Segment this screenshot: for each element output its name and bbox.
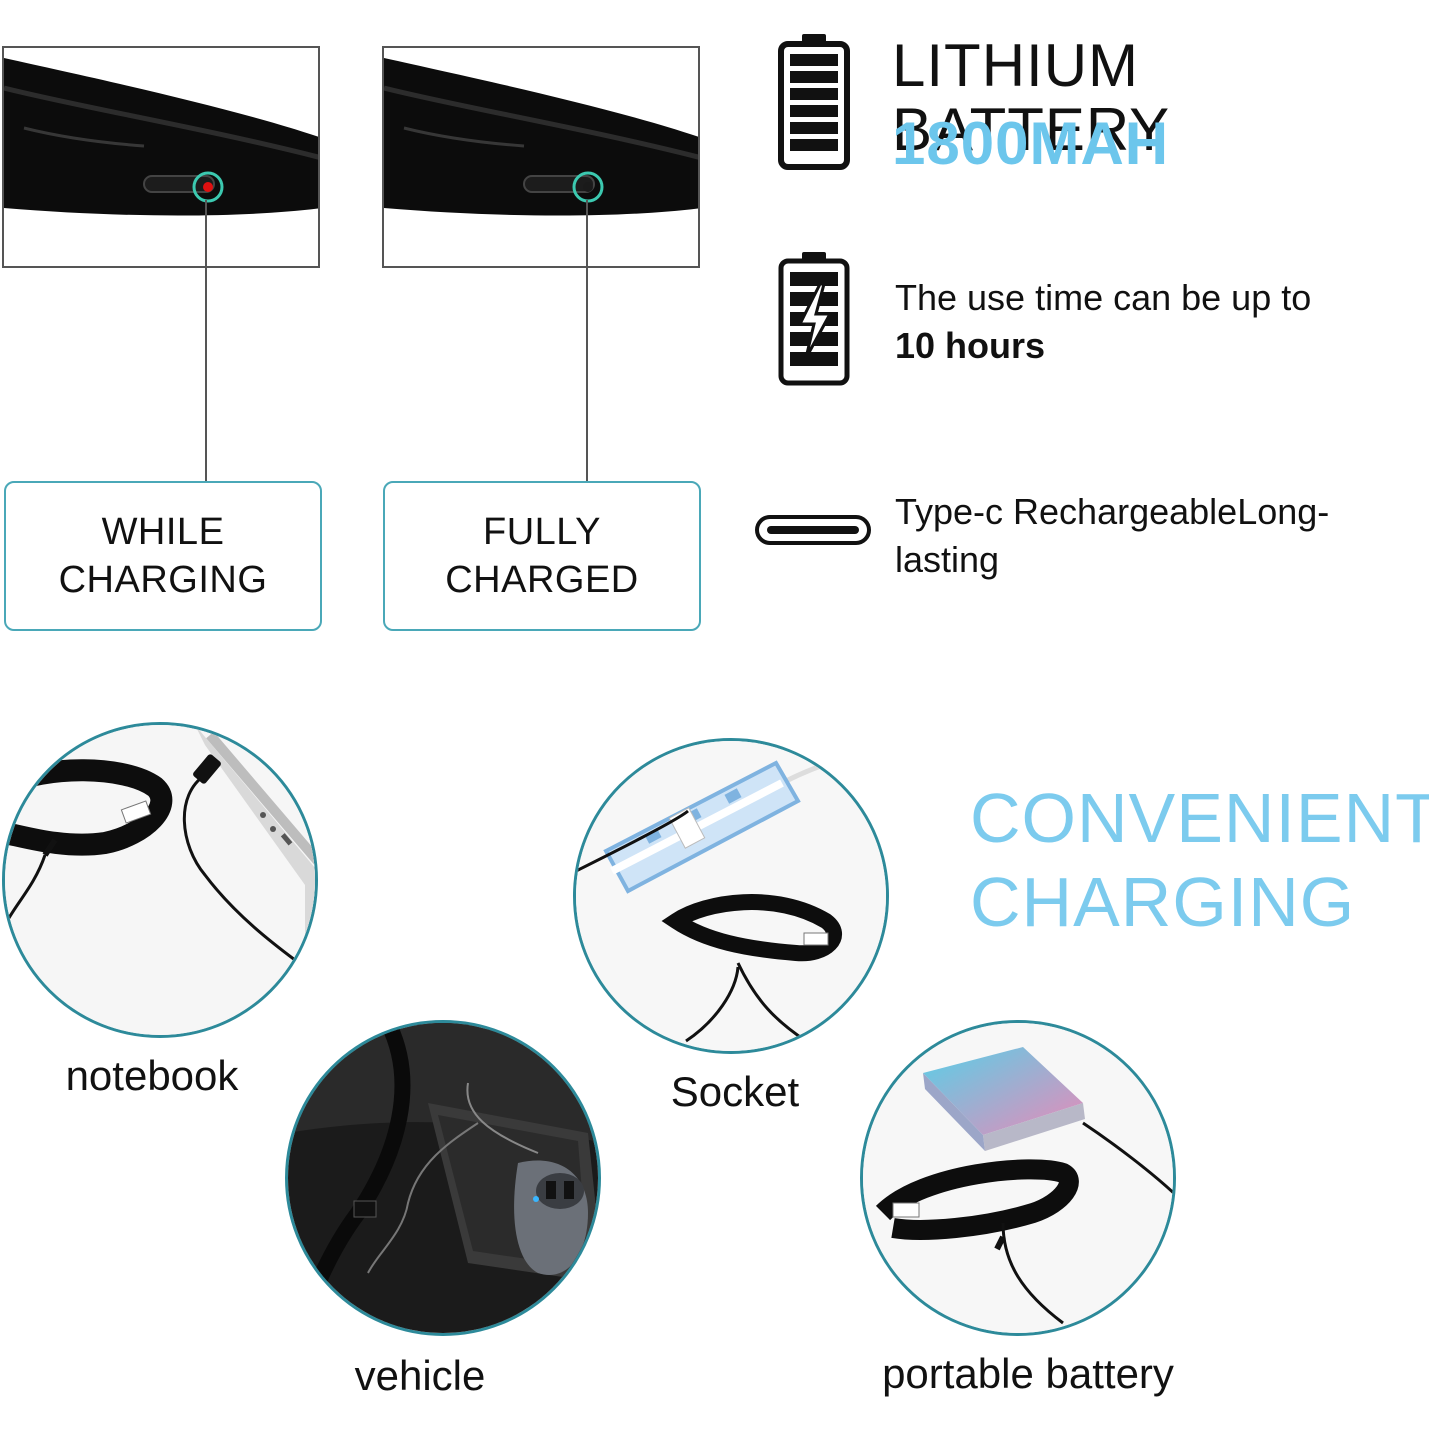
fully-charged-line2: CHARGED: [445, 559, 639, 601]
portable-battery-label: portable battery: [882, 1350, 1174, 1397]
while-charging-photo: [2, 46, 320, 268]
socket-label: Socket: [670, 1068, 800, 1115]
car-charger-icon: [288, 1023, 598, 1333]
charging-heading-line1: CONVENIENT: [970, 779, 1429, 857]
battery-title: LITHIUM BATTERY: [892, 32, 1171, 163]
notebook-label: notebook: [65, 1052, 239, 1099]
power-bank-icon: [863, 1023, 1173, 1333]
while-charging-line1: WHILE: [101, 511, 225, 553]
off-led-indicator: [583, 182, 593, 192]
laptop-icon: [5, 725, 315, 1035]
portable-battery-charging-image: [860, 1020, 1176, 1336]
connector-line: [205, 200, 207, 482]
fully-charged-label-box: FULLY CHARGED: [383, 481, 701, 631]
led-highlight-ring: [192, 171, 224, 203]
type-c-line1: Type-c RechargeableLong-: [895, 491, 1330, 532]
use-time-text: The use time can be up to: [895, 277, 1312, 318]
battery-charging-icon: [778, 250, 850, 391]
fully-charged-line1: FULLY: [483, 511, 601, 553]
connector-line: [586, 200, 588, 482]
use-time-value: 10 hours: [895, 325, 1046, 366]
vehicle-label: vehicle: [354, 1352, 486, 1399]
while-charging-label-box: WHILE CHARGING: [4, 481, 322, 631]
charging-heading-line2: CHARGING: [970, 863, 1356, 941]
socket-charging-image: [573, 738, 889, 1054]
red-led-indicator: [203, 182, 213, 192]
fully-charged-photo: [382, 46, 700, 268]
type-c-line2: lasting: [895, 539, 1000, 580]
while-charging-line2: CHARGING: [58, 559, 268, 601]
led-highlight-ring: [572, 171, 604, 203]
vehicle-charging-image: [285, 1020, 601, 1336]
battery-full-icon: [778, 32, 850, 175]
type-c-port-icon: [755, 515, 871, 550]
notebook-charging-image: [2, 722, 318, 1038]
power-strip-icon: [576, 741, 886, 1051]
battery-capacity: 1800MAH: [892, 110, 1170, 177]
